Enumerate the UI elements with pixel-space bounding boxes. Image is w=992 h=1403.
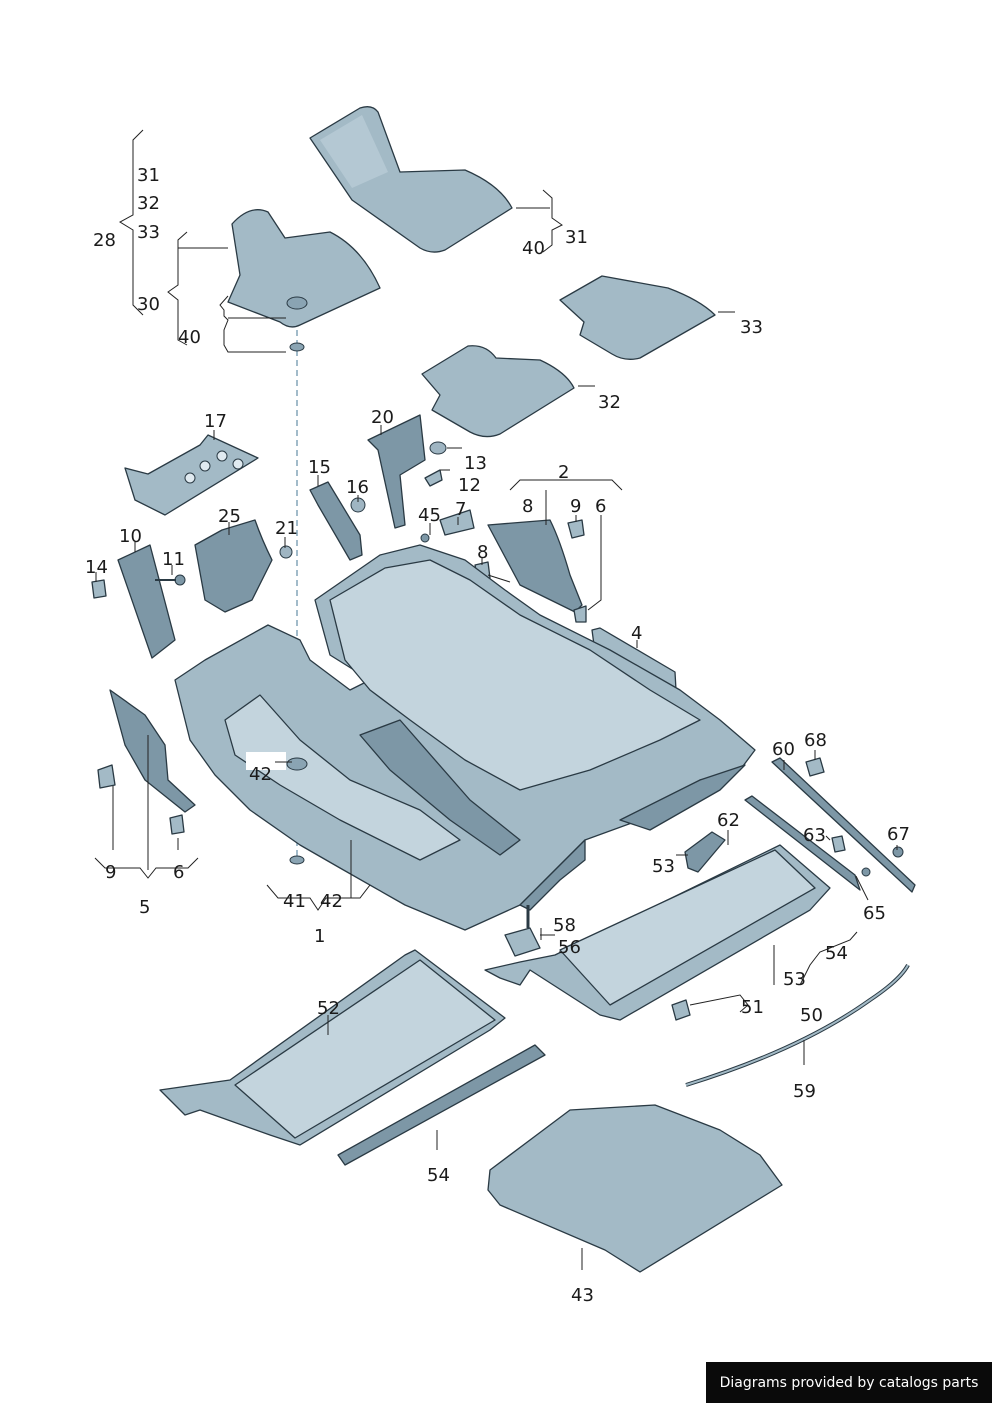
luggage-cover-52: [159, 949, 506, 1146]
clip-6-right: [573, 605, 587, 623]
insulation-panel-17: [124, 434, 259, 516]
label-42-b: 42: [320, 891, 343, 912]
label-12: 12: [458, 475, 481, 496]
trim-bracket-20: [367, 414, 426, 529]
clip-6-left: [169, 814, 185, 835]
label-7: 7: [455, 499, 466, 520]
label-10: 10: [119, 526, 142, 547]
side-trim-5: [109, 689, 196, 813]
clip-67: [892, 846, 904, 858]
label-31-a: 31: [137, 165, 160, 186]
label-14: 14: [85, 557, 108, 578]
label-6-b: 6: [173, 862, 184, 883]
label-53-b: 53: [783, 969, 806, 990]
clip-14: [91, 579, 107, 599]
label-21: 21: [275, 518, 298, 539]
screw-65: [861, 867, 871, 877]
label-2: 2: [558, 462, 569, 483]
label-67: 67: [887, 824, 910, 845]
leader-lines: [94, 129, 898, 1270]
strip-54-lower: [337, 1044, 546, 1166]
label-25: 25: [218, 506, 241, 527]
label-4: 4: [631, 623, 642, 644]
label-33-b: 33: [740, 317, 763, 338]
trim-strip-63: [744, 795, 861, 891]
label-33-a: 33: [137, 222, 160, 243]
label-41: 41: [283, 891, 306, 912]
label-32-b: 32: [598, 392, 621, 413]
trim-piece-15: [309, 481, 363, 561]
label-62: 62: [717, 810, 740, 831]
label-68: 68: [804, 730, 827, 751]
bracket-62: [684, 831, 726, 873]
trunk-trim-51: [484, 844, 831, 1021]
label-30: 30: [137, 294, 160, 315]
floor-carpet-1: [174, 544, 756, 931]
label-16: 16: [346, 477, 369, 498]
part-labels: 31 32 33 28 30 40 31 40 33 32 17 20 13 1…: [85, 165, 910, 1306]
label-15: 15: [308, 457, 331, 478]
label-43: 43: [571, 1285, 594, 1306]
screw-45: [420, 533, 430, 543]
label-42-a: 42: [249, 764, 272, 785]
clip-13: [429, 441, 447, 455]
label-13: 13: [464, 453, 487, 474]
screw-11: [155, 574, 186, 586]
clip-68: [805, 757, 825, 777]
label-9-a: 9: [570, 496, 581, 517]
clip-12: [424, 469, 443, 487]
credit-banner: Diagrams provided by catalogs parts: [706, 1362, 992, 1403]
label-45: 45: [418, 505, 441, 526]
clip-21: [279, 545, 293, 559]
label-1: 1: [314, 926, 325, 947]
rear-right-floor-mat: [559, 275, 716, 360]
label-65: 65: [863, 903, 886, 924]
clip-58-56: [504, 905, 541, 957]
clip-63: [831, 835, 846, 853]
label-17: 17: [204, 411, 227, 432]
label-28: 28: [93, 230, 116, 251]
bracket-7: [439, 509, 475, 536]
carpet-fastener-41: [289, 855, 305, 865]
clip-9-left: [97, 764, 116, 789]
label-60: 60: [772, 739, 795, 760]
label-20: 20: [371, 407, 394, 428]
clip-9-right: [567, 519, 585, 539]
label-31-b: 31: [565, 227, 588, 248]
label-9-b: 9: [105, 862, 116, 883]
label-8-a: 8: [522, 496, 533, 517]
label-59: 59: [793, 1081, 816, 1102]
trim-panel-25: [194, 519, 273, 613]
label-51: 51: [741, 997, 764, 1018]
label-8-b: 8: [477, 542, 488, 563]
rear-left-floor-mat: [421, 345, 575, 438]
label-54-b: 54: [427, 1165, 450, 1186]
label-11: 11: [162, 549, 185, 570]
label-63: 63: [803, 825, 826, 846]
mat-fastener-upper: [286, 296, 308, 352]
label-56: 56: [558, 937, 581, 958]
label-53-a: 53: [652, 856, 675, 877]
label-32-a: 32: [137, 193, 160, 214]
clip-53-small: [671, 999, 691, 1021]
trunk-floor-mat-43: [487, 1104, 783, 1273]
front-right-floor-mat: [227, 209, 381, 328]
label-5: 5: [139, 897, 150, 918]
trim-strip-60: [771, 757, 916, 893]
side-panel-10: [117, 544, 176, 659]
label-54-a: 54: [825, 943, 848, 964]
label-40-a: 40: [178, 327, 201, 348]
label-40-b: 40: [522, 238, 545, 259]
carpet-fastener-42: [246, 752, 308, 771]
label-50: 50: [800, 1005, 823, 1026]
label-58: 58: [553, 915, 576, 936]
strip-59: [685, 963, 910, 1087]
front-left-floor-mat: [309, 106, 513, 253]
label-6-a: 6: [595, 496, 606, 517]
label-52: 52: [317, 998, 340, 1019]
